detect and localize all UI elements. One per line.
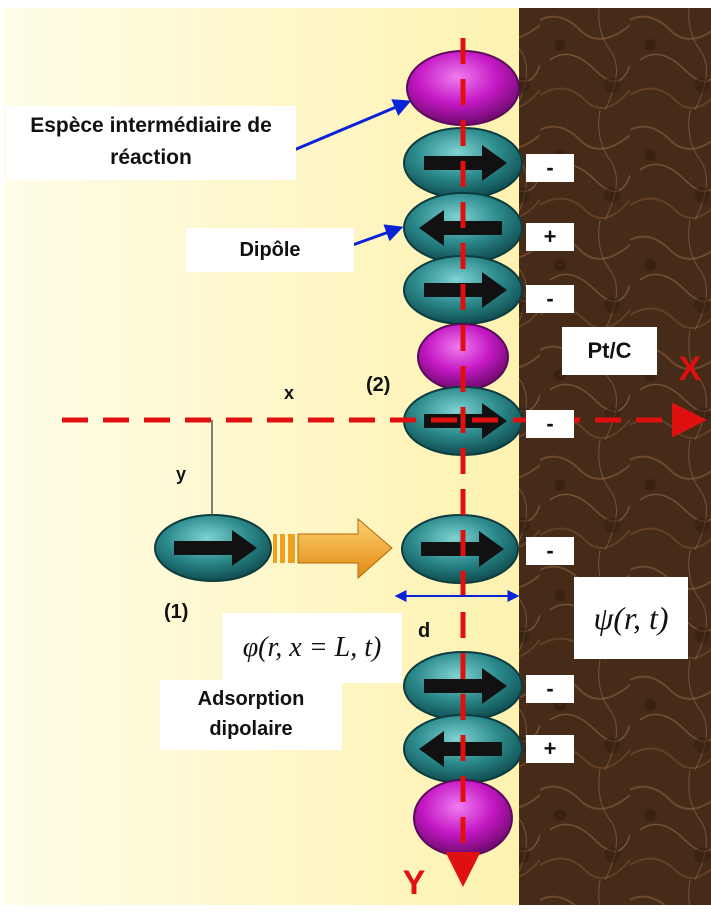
- y-axis-label: Y: [402, 864, 426, 902]
- charge-sign: +: [526, 223, 574, 251]
- electrode-shade: [519, 8, 711, 905]
- step-2-label: (2): [366, 374, 391, 396]
- transfer-arrow: [273, 517, 393, 580]
- distance-label: d: [418, 620, 431, 642]
- dipole-label: Dipôle: [186, 228, 354, 272]
- x-axis-label: X: [678, 350, 702, 388]
- charge-sign: -: [526, 154, 574, 182]
- charge-sign: -: [526, 675, 574, 703]
- adsorption-label: Adsorption dipolaire: [160, 680, 342, 750]
- y-coordinate-label: y: [176, 464, 187, 484]
- phi-potential-formula: φ(r, x = L, t): [222, 613, 402, 683]
- dipole-pointer: [346, 224, 404, 249]
- charge-sign: -: [526, 285, 574, 313]
- electrode-label: Pt/C: [562, 327, 657, 375]
- charge-sign: -: [526, 410, 574, 438]
- step-1-label: (1): [164, 601, 189, 623]
- dipole-arrow-right: [424, 668, 507, 704]
- charge-sign: -: [526, 537, 574, 565]
- dipole-arrow-right: [174, 530, 257, 566]
- psi-potential-formula: ψ(r, t): [574, 577, 688, 659]
- intermediate-pointer: [293, 99, 412, 152]
- x-coordinate-label: x: [284, 383, 295, 403]
- intermediate-species-label: Espèce intermédiaire de réaction: [6, 106, 296, 180]
- charge-sign: +: [526, 735, 574, 763]
